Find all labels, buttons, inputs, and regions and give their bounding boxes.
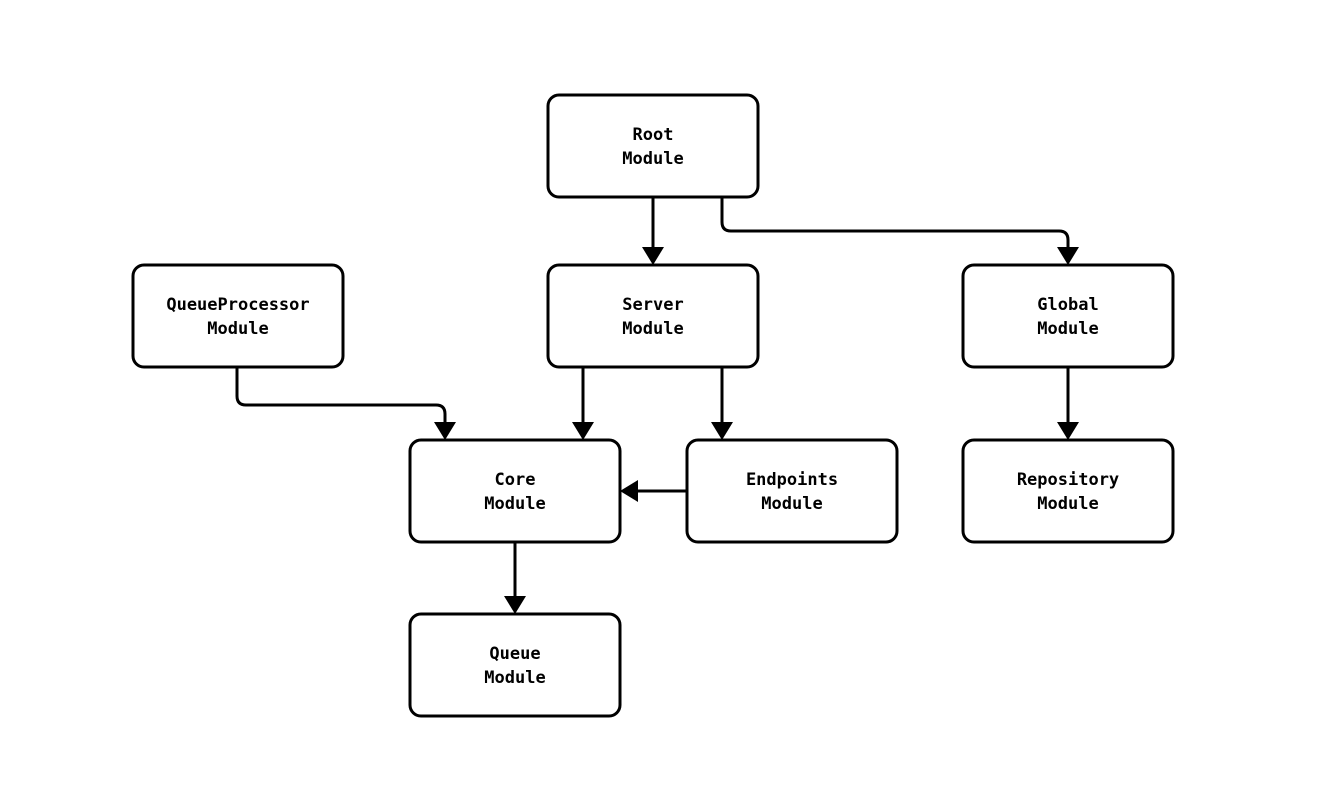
node-box[interactable] [408,438,622,544]
node-box[interactable] [131,263,345,369]
arrow-head-icon [642,247,664,265]
node-box[interactable] [546,263,760,369]
node-label-line2: Module [1037,494,1098,514]
arrow-head-icon [504,596,526,614]
node-label-line1: Core [495,470,536,490]
arrow-head-icon [1057,422,1079,440]
edge-server-to-endpoints [711,367,733,440]
node-label-line1: Server [622,295,683,315]
edge-global-to-repository [1057,367,1079,440]
node-label-line2: Module [484,494,545,514]
node-label-line1: Endpoints [746,470,838,490]
arrow-head-icon [572,422,594,440]
arrow-head-icon [1057,247,1079,265]
edge-line [720,197,1070,248]
node-label-line1: Global [1037,295,1098,315]
node-label-line2: Module [484,668,545,688]
node-label-line2: Module [622,149,683,169]
node-box[interactable] [685,438,899,544]
node-box[interactable] [546,93,760,199]
nodes-layer: RootModuleQueueProcessorModuleServerModu… [131,93,1175,718]
node-label-line2: Module [1037,319,1098,339]
edge-queueprocessor-to-core [235,367,456,440]
arrow-head-icon [434,422,456,440]
edge-root-to-global [720,197,1079,265]
node-box[interactable] [961,263,1175,369]
edge-line [235,367,447,423]
node-label-line1: Root [633,125,674,145]
node-box[interactable] [961,438,1175,544]
node-label-line2: Module [207,319,268,339]
node-label-line1: Queue [489,644,540,664]
node-label-line2: Module [761,494,822,514]
edge-core-to-queue [504,542,526,614]
arrow-head-icon [620,480,638,502]
node-label-line1: Repository [1017,470,1119,490]
edge-server-to-core [572,367,594,440]
node-label-line2: Module [622,319,683,339]
edge-endpoints-to-core [620,480,687,502]
edge-root-to-server [642,197,664,265]
node-label-line1: QueueProcessor [166,295,309,315]
edges-layer [235,197,1079,614]
arrow-head-icon [711,422,733,440]
node-box[interactable] [408,612,622,718]
